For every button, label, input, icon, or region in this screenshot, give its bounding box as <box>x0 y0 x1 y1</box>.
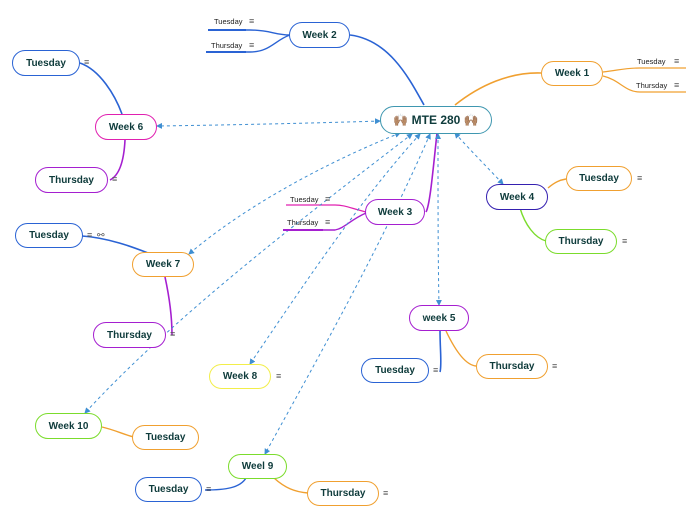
week2-node[interactable]: Week 2 <box>289 22 350 48</box>
week3-tuesday-label[interactable]: Tuesday <box>290 195 319 204</box>
week10-node[interactable]: Week 10 <box>35 413 102 439</box>
rel-week5 <box>435 133 442 306</box>
week4-thursday-note-icon[interactable]: ≡ <box>622 236 628 246</box>
week2-tuesday-label[interactable]: Tuesday <box>214 17 243 26</box>
week1-thursday-line <box>602 75 686 93</box>
week6-tuesday-node[interactable]: Tuesday <box>12 50 80 76</box>
week2-thursday-note-icon[interactable]: ≡ <box>249 40 255 50</box>
week6-thursday-node[interactable]: Thursday <box>35 167 108 193</box>
week4-thursday-line <box>519 207 547 242</box>
week5-tuesday-node[interactable]: Tuesday <box>361 358 429 383</box>
week9-thursday-note-icon[interactable]: ≡ <box>383 488 389 498</box>
rel-week4 <box>454 132 504 185</box>
week5-tuesday-line <box>439 329 442 373</box>
week9-tuesday-line <box>204 477 247 491</box>
rel-week8 <box>249 133 421 365</box>
week3-thursday-note-icon[interactable]: ≡ <box>325 217 331 227</box>
week3-tuesday-line <box>286 204 367 213</box>
week6-tuesday-note-icon[interactable]: ≡ <box>84 57 90 67</box>
week9-tuesday-note-icon[interactable]: ≡ <box>206 484 212 494</box>
root-topic[interactable]: 🙌🏽 MTE 280 🙌🏽 <box>380 106 492 134</box>
rel-week7 <box>188 132 401 255</box>
week3-node[interactable]: Week 3 <box>365 199 425 225</box>
week4-tuesday-line <box>547 178 567 189</box>
week4-thursday-node[interactable]: Thursday <box>545 229 617 254</box>
rel-week9 <box>264 133 431 455</box>
week2-tuesday-note-icon[interactable]: ≡ <box>249 16 255 26</box>
week10-tuesday-node[interactable]: Tuesday <box>132 425 199 450</box>
week3-thursday-label[interactable]: Thursday <box>287 218 319 227</box>
week4-tuesday-note-icon[interactable]: ≡ <box>637 173 643 183</box>
week8-note-icon[interactable]: ≡ <box>276 371 282 381</box>
week9-node[interactable]: Weel 9 <box>228 454 287 479</box>
branch-week2 <box>349 34 425 106</box>
week5-thursday-note-icon[interactable]: ≡ <box>552 361 558 371</box>
branch-week1 <box>454 72 542 106</box>
week8-node[interactable]: Week 8 <box>209 364 271 389</box>
week1-thursday-label[interactable]: Thursday <box>636 81 668 90</box>
week9-thursday-line <box>273 477 309 494</box>
week2-thursday-line <box>206 34 291 53</box>
week7-tuesday-note-icon[interactable]: ≡ <box>87 230 93 240</box>
week6-node[interactable]: Week 6 <box>95 114 157 140</box>
week7-tuesday-node[interactable]: Tuesday <box>15 223 83 248</box>
week7-node[interactable]: Week 7 <box>132 252 194 277</box>
week9-tuesday-node[interactable]: Tuesday <box>135 477 202 502</box>
week4-tuesday-node[interactable]: Tuesday <box>566 166 632 191</box>
week2-thursday-label[interactable]: Thursday <box>211 41 243 50</box>
week7-thursday-note-icon[interactable]: ≡ <box>170 329 176 339</box>
week7-tuesday-link-icon[interactable]: ⚯ <box>97 230 105 240</box>
week5-node[interactable]: week 5 <box>409 305 469 331</box>
week7-thursday-line <box>164 276 173 336</box>
week3-thursday-underline <box>283 229 323 231</box>
week3-tuesday-note-icon[interactable]: ≡ <box>325 194 331 204</box>
week2-tuesday-underline <box>208 29 246 31</box>
week1-node[interactable]: Week 1 <box>541 61 603 86</box>
week5-tuesday-note-icon[interactable]: ≡ <box>433 365 439 375</box>
week2-thursday-underline <box>206 51 246 53</box>
week10-tuesday-line <box>101 426 135 438</box>
week7-thursday-node[interactable]: Thursday <box>93 322 166 348</box>
week1-tuesday-label[interactable]: Tuesday <box>637 57 666 66</box>
rel-week6 <box>156 118 381 129</box>
week5-thursday-line <box>445 330 477 367</box>
week1-thursday-note-icon[interactable]: ≡ <box>674 80 680 90</box>
week1-tuesday-line <box>602 67 686 73</box>
branch-week3 <box>425 132 438 213</box>
week1-tuesday-note-icon[interactable]: ≡ <box>674 56 680 66</box>
week6-thursday-note-icon[interactable]: ≡ <box>112 174 118 184</box>
week6-tuesday-line <box>79 62 123 115</box>
week5-thursday-node[interactable]: Thursday <box>476 354 548 379</box>
week9-thursday-node[interactable]: Thursday <box>307 481 379 506</box>
week4-node[interactable]: Week 4 <box>486 184 548 210</box>
week2-tuesday-line <box>208 29 291 36</box>
